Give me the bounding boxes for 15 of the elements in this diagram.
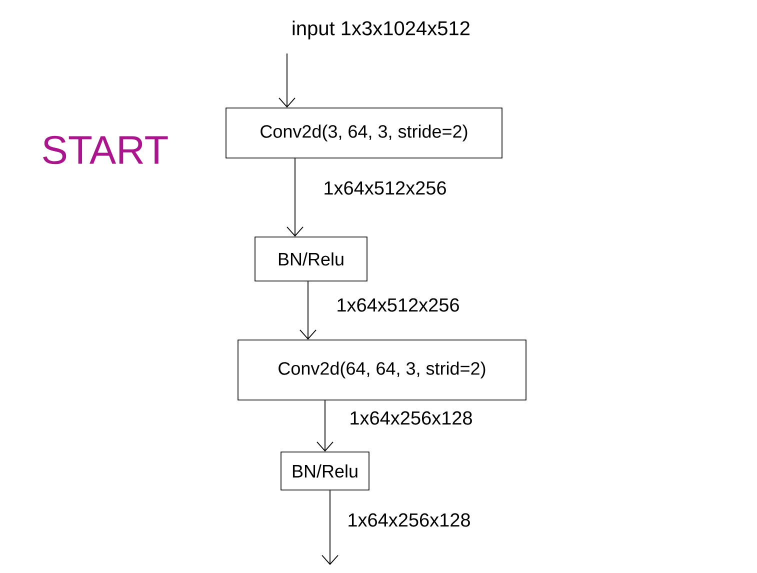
text-label: input 1x3x1024x512	[292, 20, 470, 40]
process-box: BN/Relu	[280, 452, 370, 490]
annotation-text: START	[43, 136, 168, 164]
edge-label: 1x64x256x128	[348, 410, 474, 426]
edge-label: 1x64x512x256	[335, 297, 461, 313]
arrow	[316, 400, 334, 452]
process-box: Conv2d(3, 64, 3, stride=2)	[226, 108, 502, 158]
arrow	[300, 280, 316, 340]
arrow	[286, 158, 304, 237]
arrow	[278, 53, 296, 108]
process-box: Conv2d(64, 64, 3, strid=2)	[238, 340, 526, 400]
process-box: BN/Relu	[254, 236, 368, 282]
arrow	[322, 490, 338, 565]
edge-label: 1x64x512x256	[322, 180, 448, 196]
edge-label: 1x64x256x128	[346, 512, 472, 528]
